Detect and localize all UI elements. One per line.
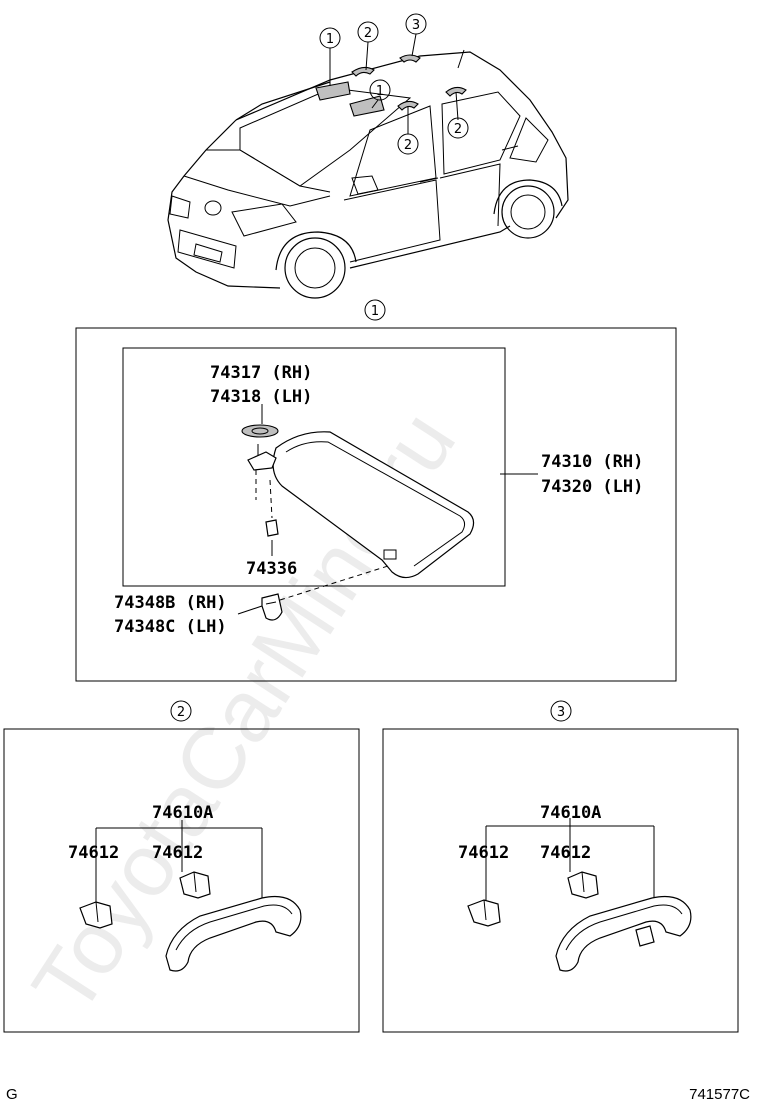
panel-1-sun-visor-frame [75,327,677,682]
callout-1-visor-a: 1 [319,27,341,49]
part-74348b-label: 74348B (RH) [114,593,227,613]
grip-3-parts [467,818,692,972]
panel-2-callout: 2 [170,700,192,722]
panel-1-inner-frame [122,347,506,587]
callout-2-grip-c: 2 [447,117,469,139]
illustration-number: 741577C [689,1086,750,1103]
grip-3-part-74612-right-label: 74612 [540,843,591,863]
callout-2-grip-b: 2 [397,133,419,155]
part-74318-label: 74318 (LH) [210,387,312,407]
panel-1-callout: 1 [364,299,386,321]
grip-3-labels: 74610A 74612 74612 [458,803,601,863]
panel-3-grip-frame [382,728,739,1033]
part-74348c-label: 74348C (LH) [114,617,227,637]
svg-text:1: 1 [326,32,334,47]
callout-2-grip-a: 2 [357,21,379,43]
part-74317-label: 74317 (RH) [210,363,312,383]
grip-3-part-74610a-label: 74610A [540,803,601,823]
sun-visor-parts [237,404,538,621]
callout-1-visor-b: 1 [369,79,391,101]
part-74320-label: 74320 (LH) [541,477,643,497]
panel-2-grip-frame [3,728,360,1033]
callout-3-grip: 3 [405,13,427,35]
panel-3-callout: 3 [550,700,572,722]
grip-2-part-74612-left-label: 74612 [68,843,119,863]
grip-2-part-74610a-label: 74610A [152,803,213,823]
svg-text:1: 1 [376,84,384,99]
part-74310-label: 74310 (RH) [541,452,643,472]
car-illustration [167,33,569,299]
svg-text:2: 2 [454,122,462,137]
grip-2-parts [79,820,302,972]
svg-text:2: 2 [177,705,185,720]
grip-2-part-74612-right-label: 74612 [152,843,203,863]
sun-visor-labels: 74317 (RH) 74318 (LH) 74310 (RH) 74320 (… [114,363,643,637]
grip-3-part-74612-left-label: 74612 [458,843,509,863]
svg-text:2: 2 [364,26,372,41]
svg-text:3: 3 [412,18,420,33]
svg-text:3: 3 [557,705,565,720]
footer-left-code: G [6,1086,18,1103]
grip-2-labels: 74610A 74612 74612 [68,803,213,863]
part-74336-label: 74336 [246,559,297,579]
svg-text:2: 2 [404,138,412,153]
svg-text:1: 1 [371,304,379,319]
